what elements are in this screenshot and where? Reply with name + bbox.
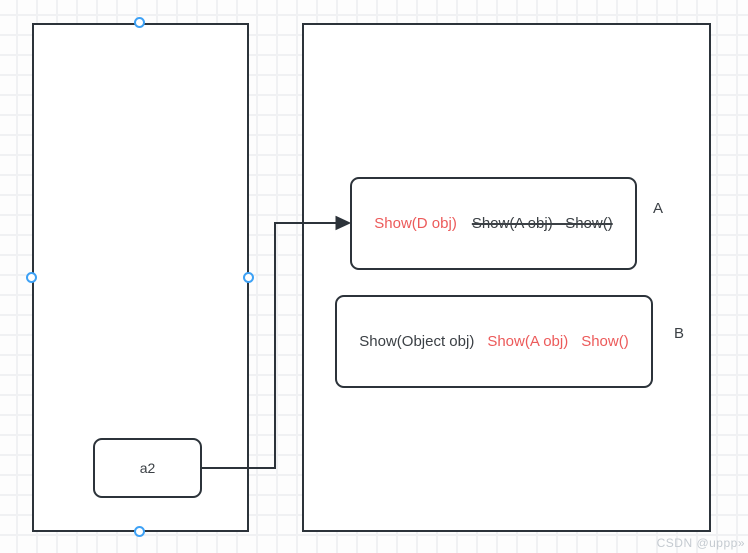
class-label-a: A bbox=[653, 200, 664, 217]
connection-handle-top[interactable] bbox=[134, 17, 145, 28]
csdn-watermark: CSDN @uppp» bbox=[656, 536, 745, 550]
method-show: Show() bbox=[581, 333, 629, 350]
a2-label: a2 bbox=[139, 460, 156, 476]
connection-handle-right[interactable] bbox=[243, 272, 254, 283]
right-group-rectangle[interactable] bbox=[302, 23, 711, 532]
connection-handle-bottom[interactable] bbox=[134, 526, 145, 537]
method-show-object-obj: Show(Object obj) bbox=[359, 333, 475, 350]
class-label-b: B bbox=[674, 325, 685, 342]
connection-handle-left[interactable] bbox=[26, 272, 37, 283]
method-box-a[interactable]: Show(D obj) Show(A obj) Show() bbox=[350, 177, 637, 270]
method-box-b[interactable]: Show(Object obj) Show(A obj) Show() bbox=[335, 295, 653, 388]
a2-object-box[interactable]: a2 bbox=[93, 438, 202, 498]
method-struck-show-a-obj-show: Show(A obj) Show() bbox=[471, 215, 613, 232]
method-show-d-obj: Show(D obj) bbox=[374, 215, 457, 232]
method-show-a-obj: Show(A obj) bbox=[487, 333, 569, 350]
